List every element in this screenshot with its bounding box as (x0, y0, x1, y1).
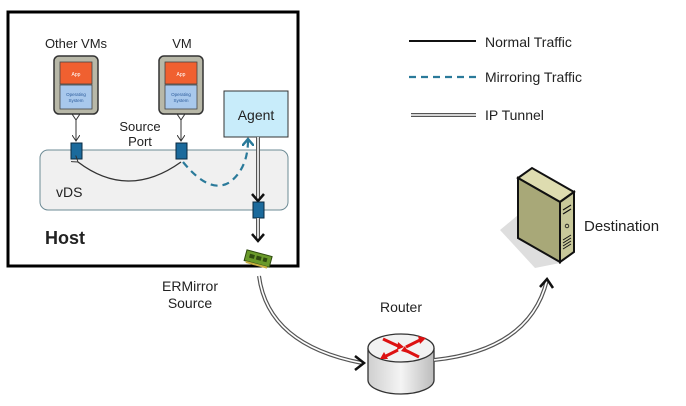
legend-mirroring-traffic-label: Mirroring Traffic (485, 69, 582, 85)
vm-os-label-2: System (173, 98, 188, 103)
other-vms-label: Other VMs (45, 36, 108, 51)
legend-mirroring-traffic: Mirroring Traffic (409, 69, 582, 85)
agent-tunnel (251, 137, 265, 203)
vm-label: VM (172, 36, 192, 51)
legend: Normal Traffic Mirroring Traffic IP Tunn… (409, 34, 582, 123)
other-vm-os-label-1: Operating (66, 92, 86, 97)
router-icon (367, 333, 435, 395)
vm-icon: App Operating System (158, 55, 204, 115)
tunnel-to-destination (433, 276, 555, 362)
tunnel-to-router (257, 275, 367, 371)
normal-traffic-path (78, 162, 182, 182)
agent-box (223, 90, 289, 138)
agent-label: Agent (238, 107, 275, 123)
nic-icon (243, 249, 273, 269)
other-vm-icon: App Operating System (53, 55, 99, 115)
ermirror-label-2: Source (168, 295, 213, 311)
legend-normal-traffic-label: Normal Traffic (485, 34, 572, 50)
destination-server-icon (500, 166, 576, 268)
mirroring-traffic-path (182, 140, 248, 187)
ermirror-label-1: ERMirror (162, 278, 218, 294)
destination-label: Destination (584, 218, 659, 235)
legend-ip-tunnel: IP Tunnel (411, 107, 544, 123)
vds-uplink-port (252, 201, 265, 219)
host-label: Host (45, 228, 85, 248)
other-vm-app-label: App (72, 72, 81, 78)
vds-switch (39, 149, 289, 211)
source-port-label-2: Port (128, 134, 152, 149)
source-port-label-1: Source (119, 119, 160, 134)
vm-os-label-1: Operating (171, 92, 191, 97)
uplink-tunnel (251, 218, 265, 243)
other-vm-port (70, 142, 83, 160)
source-port (175, 142, 188, 160)
router-label: Router (380, 299, 422, 315)
legend-ip-tunnel-label: IP Tunnel (485, 107, 544, 123)
vds-label: vDS (56, 184, 82, 200)
legend-normal-traffic: Normal Traffic (409, 34, 572, 50)
other-vm-os-label-2: System (68, 98, 83, 103)
vm-app-label: App (177, 72, 186, 78)
